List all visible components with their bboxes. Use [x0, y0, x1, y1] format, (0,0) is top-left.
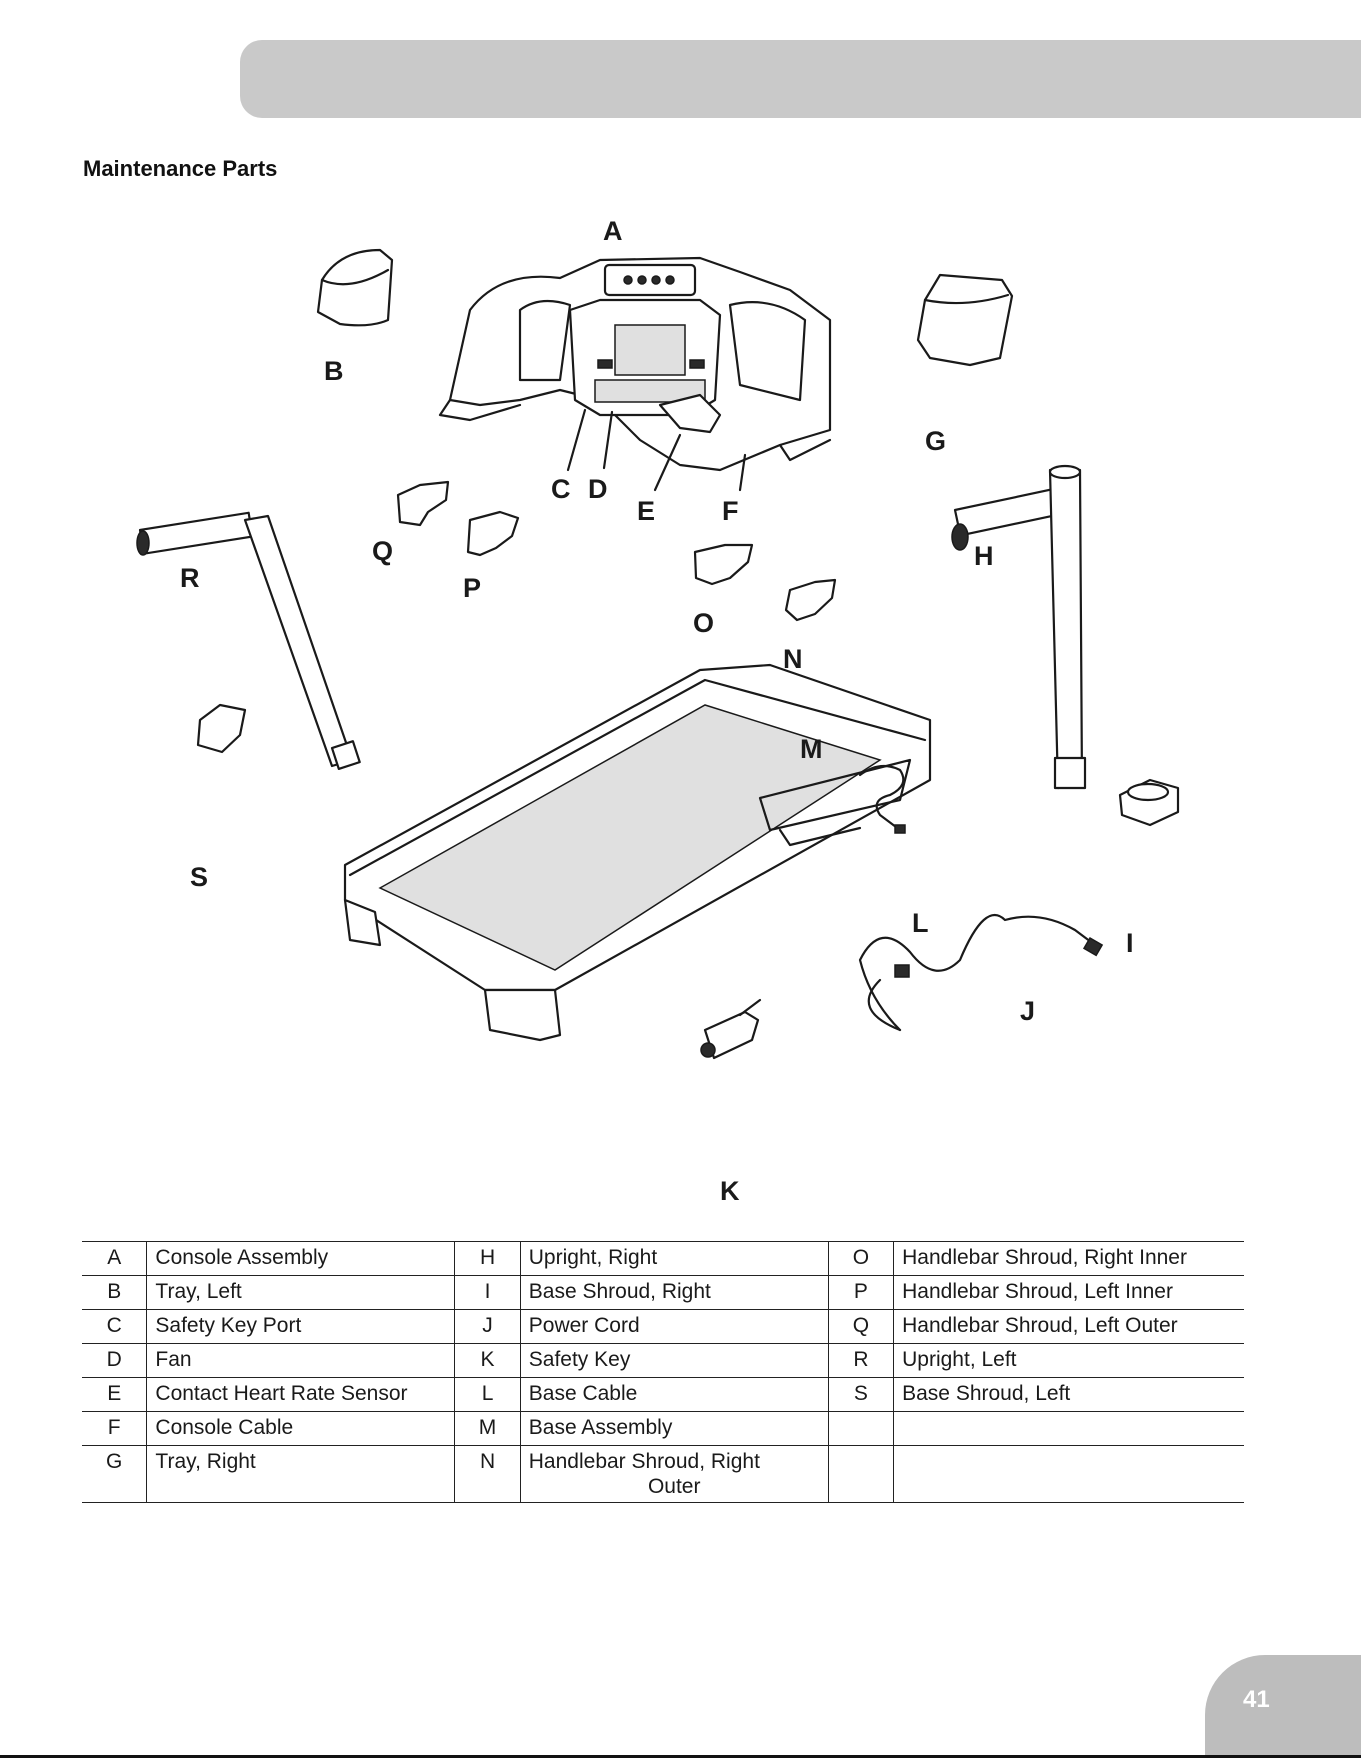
part-name: Base Shroud, Right [519, 1275, 829, 1310]
part-name: Upright, Right [519, 1241, 829, 1276]
callout-C: C [551, 474, 571, 504]
part-name: Contact Heart Rate Sensor [146, 1377, 455, 1412]
part-key [827, 1411, 894, 1446]
part-key: A [82, 1241, 147, 1276]
callout-K: K [720, 1176, 740, 1206]
table-row: C Safety Key Port J Power Cord Q Handleb… [82, 1309, 1244, 1344]
table-row: E Contact Heart Rate Sensor L Base Cable… [82, 1377, 1244, 1412]
callout-B: B [324, 356, 344, 386]
part-key: E [82, 1377, 147, 1412]
callout-I: I [1126, 928, 1134, 958]
base-shroud-right-drawing [1118, 778, 1180, 827]
callout-R: R [180, 563, 200, 593]
handlebar-shrouds-drawing [396, 480, 837, 622]
part-key: F [82, 1411, 147, 1446]
callout-J: J [1020, 996, 1035, 1026]
callout-N: N [783, 644, 803, 674]
callout-Q: Q [372, 536, 393, 566]
exploded-parts-diagram: A B C D E F G H I J K L M N O P Q R S [0, 200, 1361, 1210]
tray-right-drawing [916, 273, 1014, 367]
part-name: Tray, Right [146, 1445, 455, 1503]
console-assembly-drawing [438, 256, 832, 472]
part-key: G [82, 1445, 147, 1503]
page-number: 41 [1243, 1686, 1270, 1713]
part-key: S [827, 1377, 894, 1412]
part-name-line2: Outer [647, 1475, 701, 1498]
header-bar [240, 40, 1361, 118]
callout-M: M [800, 734, 823, 764]
table-row: A Console Assembly H Upright, Right O Ha… [82, 1241, 1244, 1276]
part-name-multiline: Handlebar Shroud, Right Outer [519, 1445, 829, 1503]
callout-L: L [912, 908, 929, 938]
callout-H: H [974, 541, 994, 571]
part-key: O [827, 1241, 894, 1276]
section-title: Maintenance Parts [83, 156, 278, 181]
base-assembly-drawing [343, 663, 932, 1042]
base-cable-drawing [858, 764, 906, 834]
table-row: D Fan K Safety Key R Upright, Left [82, 1343, 1244, 1378]
part-key: P [827, 1275, 894, 1310]
part-key: C [82, 1309, 147, 1344]
callout-P: P [463, 573, 481, 603]
upright-right-drawing [951, 464, 1087, 790]
part-name: Power Cord [519, 1309, 829, 1344]
part-name: Fan [146, 1343, 455, 1378]
page-number-tab [1205, 1655, 1361, 1755]
callout-D: D [588, 474, 608, 504]
part-name: Safety Key Port [146, 1309, 455, 1344]
part-key [827, 1445, 894, 1503]
part-key: K [454, 1343, 521, 1378]
part-name: Handlebar Shroud, Left Outer [893, 1309, 1244, 1344]
part-key: J [454, 1309, 521, 1344]
safety-key-drawing [700, 998, 762, 1060]
parts-table: A Console Assembly H Upright, Right O Ha… [82, 1241, 1244, 1503]
part-name: Console Cable [146, 1411, 455, 1446]
part-name-line1: Handlebar Shroud, Right [528, 1450, 760, 1473]
callout-leaders [566, 408, 747, 492]
part-name: Handlebar Shroud, Left Inner [893, 1275, 1244, 1310]
bottom-rule [0, 1755, 1361, 1758]
power-cord-drawing [858, 914, 1104, 1032]
part-name: Handlebar Shroud, Right Inner [893, 1241, 1244, 1276]
upright-left-drawing [136, 511, 361, 771]
part-key: M [454, 1411, 521, 1446]
callout-E: E [637, 496, 655, 526]
part-key: D [82, 1343, 147, 1378]
tray-left-drawing [316, 248, 394, 327]
callout-F: F [722, 496, 739, 526]
part-key: H [454, 1241, 521, 1276]
part-name: Safety Key [519, 1343, 829, 1378]
part-name: Base Shroud, Left [893, 1377, 1244, 1412]
part-name: Upright, Left [893, 1343, 1244, 1378]
callout-G: G [925, 426, 946, 456]
part-key: L [454, 1377, 521, 1412]
part-name: Tray, Left [146, 1275, 455, 1310]
part-name: Base Cable [519, 1377, 829, 1412]
table-row: G Tray, Right N Handlebar Shroud, Right … [82, 1445, 1244, 1503]
part-name: Base Assembly [519, 1411, 829, 1446]
table-row: F Console Cable M Base Assembly [82, 1411, 1244, 1446]
part-name [893, 1411, 1244, 1446]
table-row: B Tray, Left I Base Shroud, Right P Hand… [82, 1275, 1244, 1310]
callout-O: O [693, 608, 714, 638]
base-shroud-left-drawing [196, 703, 247, 754]
part-key: I [454, 1275, 521, 1310]
part-key: B [82, 1275, 147, 1310]
part-key: Q [827, 1309, 894, 1344]
part-key: N [454, 1445, 521, 1503]
callout-S: S [190, 862, 208, 892]
part-name [893, 1445, 1244, 1503]
callout-A: A [603, 216, 623, 246]
part-name: Console Assembly [146, 1241, 455, 1276]
part-key: R [827, 1343, 894, 1378]
